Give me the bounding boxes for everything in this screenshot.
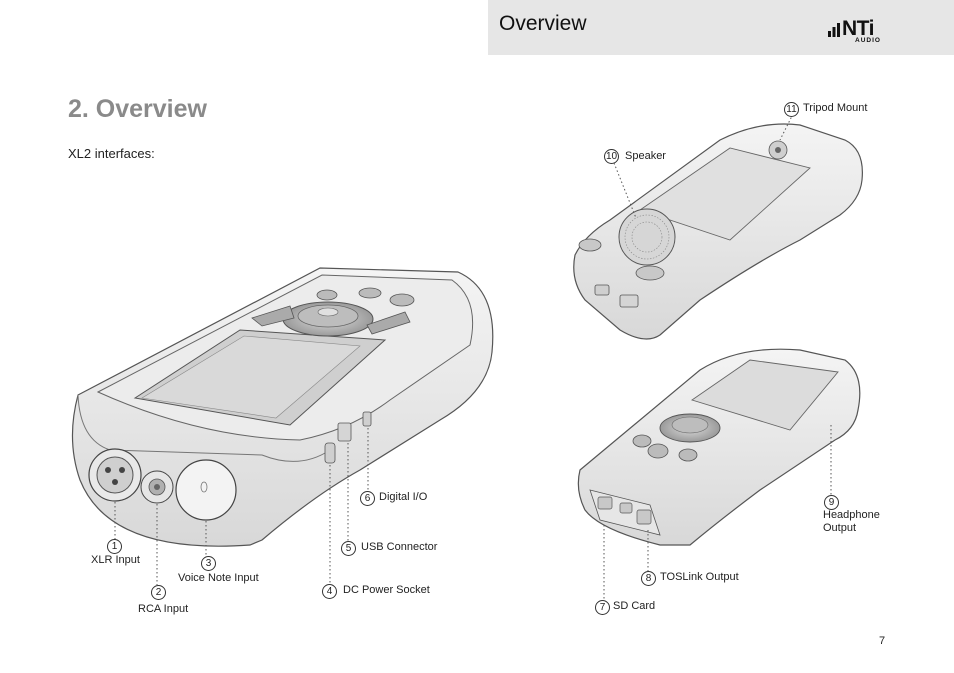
callout-label-toslink-output: TOSLink Output bbox=[660, 571, 739, 583]
callout-number-10: 10 bbox=[604, 149, 619, 164]
callout-label-rca-input: RCA Input bbox=[138, 603, 189, 615]
callout-number-3: 3 bbox=[201, 556, 216, 571]
header-title: Overview bbox=[499, 12, 587, 35]
intro-text: XL2 interfaces: bbox=[68, 146, 155, 161]
callout-number-4: 4 bbox=[322, 584, 337, 599]
callout-leader-lines bbox=[114, 113, 832, 600]
logo-bars-icon bbox=[828, 23, 840, 37]
callout-label-tripod-mount: Tripod Mount bbox=[803, 102, 868, 114]
logo-subtext: AUDIO bbox=[855, 37, 881, 44]
header-bar: Overview NTi AUDIO bbox=[488, 0, 954, 55]
callout-label-digital-io: Digital I/O bbox=[379, 491, 428, 503]
logo-text: NTi bbox=[842, 17, 874, 40]
callout-number-8: 8 bbox=[641, 571, 656, 586]
callout-label-sd-card: SD Card bbox=[613, 600, 656, 612]
callout-number-11: 11 bbox=[784, 102, 799, 117]
callout-label-xlr-input: XLR Input bbox=[91, 554, 140, 566]
callout-label-headphone-output: Headphone Output bbox=[823, 509, 880, 534]
callout-number-7: 7 bbox=[595, 600, 610, 615]
device-bottom-view bbox=[577, 348, 861, 546]
nti-audio-logo: NTi AUDIO bbox=[828, 17, 888, 45]
device-back-view bbox=[573, 123, 863, 340]
page-number: 7 bbox=[879, 635, 886, 647]
callout-label-voice-note-input: Voice Note Input bbox=[178, 572, 259, 584]
device-front-view bbox=[71, 267, 494, 547]
callout-label-dc-power-socket: DC Power Socket bbox=[343, 584, 430, 596]
callout-number-6: 6 bbox=[360, 491, 375, 506]
section-heading: 2. Overview bbox=[68, 95, 207, 123]
callout-number-9: 9 bbox=[824, 495, 839, 510]
callout-number-1: 1 bbox=[107, 539, 122, 554]
callout-number-5: 5 bbox=[341, 541, 356, 556]
callout-label-usb-connector: USB Connector bbox=[361, 541, 438, 553]
callout-number-2: 2 bbox=[151, 585, 166, 600]
callout-label-speaker: Speaker bbox=[625, 150, 666, 162]
